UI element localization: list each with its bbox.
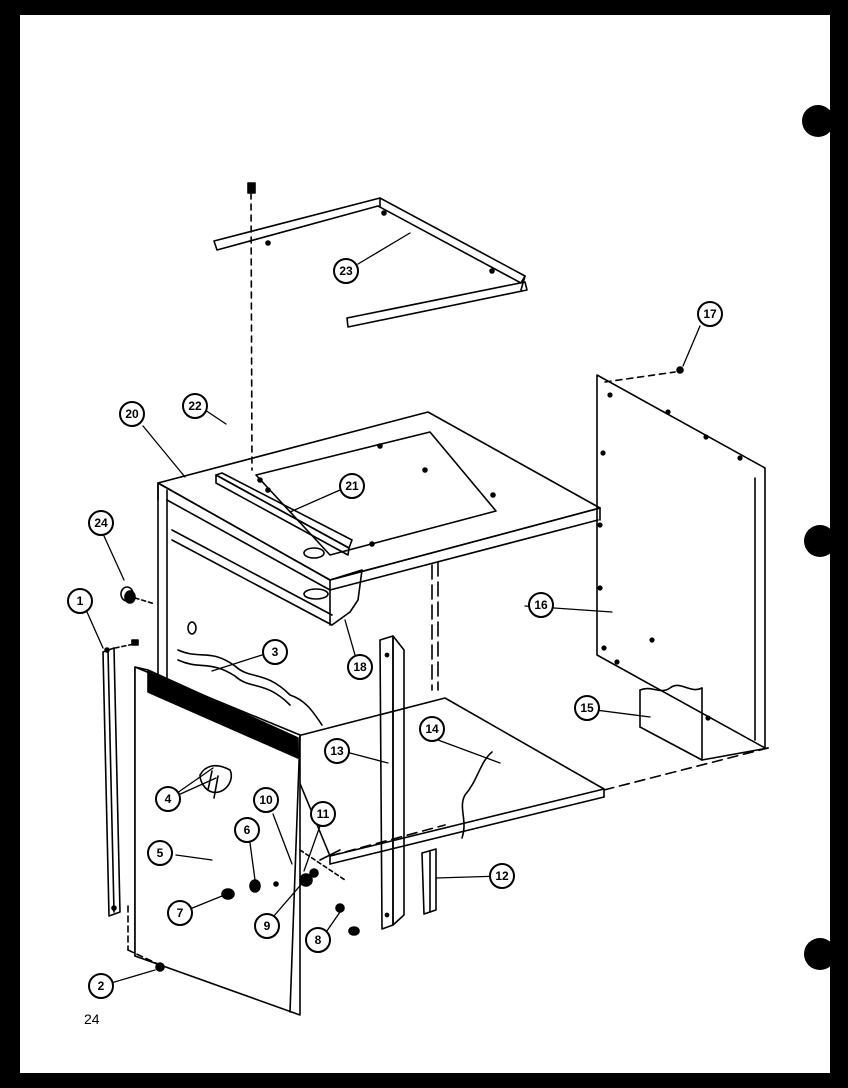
svg-text:22: 22 (188, 399, 202, 413)
callout-10: 10 (253, 787, 279, 813)
svg-text:2: 2 (98, 979, 105, 993)
svg-text:15: 15 (580, 701, 594, 715)
top-bracket-part-23 (213, 197, 528, 328)
svg-text:10: 10 (259, 793, 273, 807)
svg-text:23: 23 (339, 264, 353, 278)
callout-18: 18 (347, 654, 373, 680)
callout-15: 15 (574, 695, 600, 721)
callout-7: 7 (167, 900, 193, 926)
left-rail-part-1 (102, 639, 139, 917)
callouts: 23 17 20 22 21 24 1 16 3 18 15 14 13 4 1… (67, 258, 723, 999)
svg-text:7: 7 (177, 906, 184, 920)
callout-9: 9 (254, 913, 280, 939)
svg-text:17: 17 (703, 307, 717, 321)
svg-text:24: 24 (94, 516, 108, 530)
svg-text:8: 8 (315, 933, 322, 947)
rear-post (431, 561, 439, 691)
binder-hole-middle (804, 525, 836, 557)
binder-hole-top (802, 105, 834, 137)
page-number: 24 (84, 1011, 100, 1027)
svg-text:5: 5 (157, 846, 164, 860)
svg-text:12: 12 (495, 869, 509, 883)
callout-22: 22 (182, 393, 208, 419)
svg-text:9: 9 (264, 919, 271, 933)
svg-text:21: 21 (345, 479, 359, 493)
callout-4: 4 (155, 786, 181, 812)
callout-2: 2 (88, 973, 114, 999)
callout-5: 5 (147, 840, 173, 866)
svg-text:4: 4 (165, 792, 172, 806)
side-insulation-part-15 (639, 684, 703, 761)
callout-17: 17 (697, 301, 723, 327)
callout-21: 21 (339, 473, 365, 499)
svg-text:16: 16 (534, 598, 548, 612)
callout-3: 3 (262, 639, 288, 665)
callout-12: 12 (489, 863, 515, 889)
svg-text:6: 6 (244, 823, 251, 837)
callout-13: 13 (324, 738, 350, 764)
callout-8: 8 (305, 927, 331, 953)
post-part-13 (379, 635, 405, 930)
insulation-part-3 (177, 621, 323, 726)
top-screw (247, 182, 256, 471)
svg-text:20: 20 (125, 407, 139, 421)
callout-23: 23 (333, 258, 359, 284)
callout-14: 14 (419, 716, 445, 742)
svg-text:1: 1 (77, 594, 84, 608)
svg-text:18: 18 (353, 660, 367, 674)
bulkhead-part-18 (329, 569, 363, 626)
knob-part-24 (120, 586, 156, 605)
svg-text:13: 13 (330, 744, 344, 758)
binder-hole-bottom (804, 938, 836, 970)
front-frame (157, 482, 601, 781)
svg-text:11: 11 (317, 807, 330, 821)
callout-11: 11 (310, 801, 336, 827)
callout-16: 16 (528, 592, 554, 618)
svg-text:3: 3 (272, 645, 279, 659)
bracket-part-12 (421, 848, 437, 915)
callout-20: 20 (119, 401, 145, 427)
callout-6: 6 (234, 817, 260, 843)
callout-1: 1 (67, 588, 93, 614)
strap-part-21 (215, 472, 353, 556)
callout-24: 24 (88, 510, 114, 536)
svg-text:14: 14 (425, 722, 439, 736)
